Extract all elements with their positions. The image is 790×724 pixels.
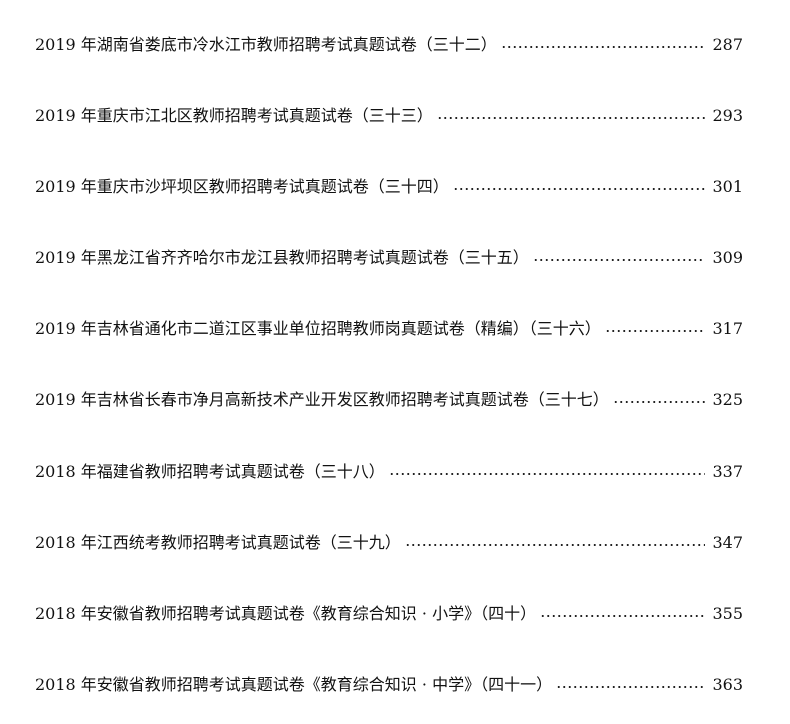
toc-entry-title: 2019 年黑龙江省齐齐哈尔市龙江县教师招聘考试真题试卷（三十五） (35, 248, 529, 267)
toc-entry-page-number: 337 (712, 462, 743, 481)
toc-entry-page-number: 347 (712, 533, 743, 552)
toc-entry-title: 2018 年安徽省教师招聘考试真题试卷《教育综合知识 · 小学》（四十） (35, 604, 537, 623)
toc-entry[interactable]: 2019 年吉林省长春市净月高新技术产业开发区教师招聘考试真题试卷（三十七） 3… (35, 385, 743, 415)
toc-entry-title: 2018 年福建省教师招聘考试真题试卷（三十八） (35, 462, 385, 481)
dot-leader (500, 46, 705, 48)
toc-entry[interactable]: 2019 年吉林省通化市二道江区事业单位招聘教师岗真题试卷（精编）（三十六） 3… (35, 314, 743, 344)
toc-entry[interactable]: 2019 年黑龙江省齐齐哈尔市龙江县教师招聘考试真题试卷（三十五） 309 (35, 243, 743, 273)
dot-leader (612, 401, 705, 403)
dot-leader (532, 259, 705, 261)
toc-entry-title: 2019 年重庆市沙坪坝区教师招聘考试真题试卷（三十四） (35, 177, 449, 196)
toc-entry[interactable]: 2019 年湖南省娄底市冷水江市教师招聘考试真题试卷（三十二） 287 (35, 30, 743, 60)
toc-entry-title: 2019 年吉林省通化市二道江区事业单位招聘教师岗真题试卷（精编）（三十六） (35, 319, 601, 338)
dot-leader (436, 117, 705, 119)
toc-entry[interactable]: 2018 年安徽省教师招聘考试真题试卷《教育综合知识 · 中学》（四十一） 36… (35, 670, 743, 700)
toc-entry-page-number: 325 (712, 390, 743, 409)
toc-entry[interactable]: 2019 年重庆市江北区教师招聘考试真题试卷（三十三） 293 (35, 101, 743, 131)
toc-entry-title: 2019 年重庆市江北区教师招聘考试真题试卷（三十三） (35, 106, 433, 125)
toc-entry-page-number: 293 (712, 106, 743, 125)
toc-entry-page-number: 317 (712, 319, 743, 338)
toc-entry[interactable]: 2019 年重庆市沙坪坝区教师招聘考试真题试卷（三十四） 301 (35, 172, 743, 202)
toc-entry-page-number: 287 (712, 35, 743, 54)
toc-entry-page-number: 309 (712, 248, 743, 267)
toc-entry-title: 2018 年安徽省教师招聘考试真题试卷《教育综合知识 · 中学》（四十一） (35, 675, 553, 694)
toc-entry-title: 2019 年湖南省娄底市冷水江市教师招聘考试真题试卷（三十二） (35, 35, 497, 54)
dot-leader (452, 188, 705, 190)
dot-leader (604, 330, 705, 332)
dot-leader (388, 473, 705, 475)
toc-entry-page-number: 355 (712, 604, 743, 623)
toc-entry-page-number: 363 (712, 675, 743, 694)
toc-entry-title: 2019 年吉林省长春市净月高新技术产业开发区教师招聘考试真题试卷（三十七） (35, 390, 609, 409)
dot-leader (404, 544, 705, 546)
dot-leader (540, 615, 705, 617)
toc-entry[interactable]: 2018 年江西统考教师招聘考试真题试卷（三十九） 347 (35, 528, 743, 558)
toc-entry[interactable]: 2018 年福建省教师招聘考试真题试卷（三十八） 337 (35, 457, 743, 487)
toc-entry-title: 2018 年江西统考教师招聘考试真题试卷（三十九） (35, 533, 401, 552)
toc-entry[interactable]: 2018 年安徽省教师招聘考试真题试卷《教育综合知识 · 小学》（四十） 355 (35, 599, 743, 629)
toc-entry-page-number: 301 (712, 177, 743, 196)
dot-leader (556, 686, 705, 688)
